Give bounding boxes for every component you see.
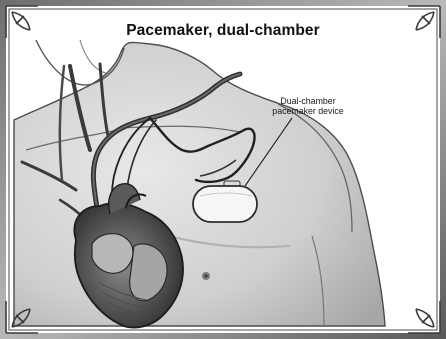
pacemaker-device (193, 181, 257, 222)
callout-line-1: Dual-chamber (253, 96, 363, 106)
device-callout-label: Dual-chamber pacemaker device (253, 96, 363, 116)
figure-title: Pacemaker, dual-chamber (0, 22, 446, 40)
callout-line-2: pacemaker device (253, 106, 363, 116)
